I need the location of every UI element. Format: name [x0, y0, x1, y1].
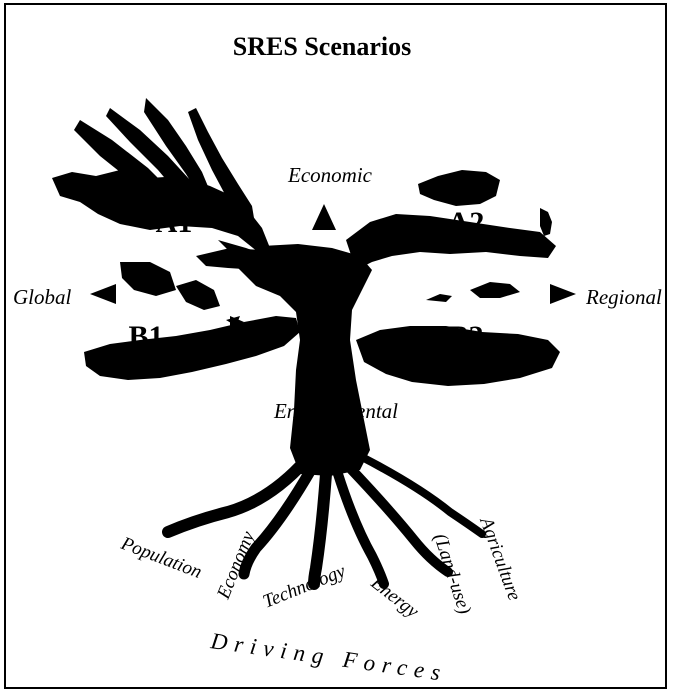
- economic-arrow-icon: [312, 204, 336, 230]
- branch-upper-left: [52, 98, 280, 272]
- axis-label-global: Global: [13, 285, 72, 309]
- tree-roots: [162, 452, 486, 590]
- force-label-technology: Technology: [260, 560, 349, 612]
- force-label-land-use: (Land-use): [429, 531, 475, 617]
- b1-arrow-icon: [230, 316, 244, 328]
- regional-arrow-icon: [550, 284, 576, 304]
- force-label-population: Population: [117, 533, 204, 583]
- force-label-energy: Energy: [366, 572, 423, 623]
- axis-label-environmental: Environmental: [273, 399, 398, 423]
- quadrant-label-b2: B2: [448, 320, 483, 353]
- quadrant-label-a1: A1: [156, 206, 193, 239]
- quadrant-label-a2: A2: [448, 206, 485, 239]
- branch-lower-right: [356, 326, 560, 386]
- force-label-economy: Economy: [213, 528, 260, 603]
- axis-label-regional: Regional: [585, 285, 662, 309]
- page-title: SRES Scenarios: [233, 32, 411, 61]
- tree-trunk: [232, 244, 372, 476]
- branch-upper-right: [346, 170, 556, 302]
- global-arrow-icon: [90, 284, 116, 304]
- force-label-agriculture: Agriculture: [475, 513, 525, 604]
- axis-label-economic: Economic: [287, 163, 373, 187]
- driving-forces-label: Driving Forces: [208, 628, 448, 686]
- quadrant-label-b1: B1: [128, 320, 163, 353]
